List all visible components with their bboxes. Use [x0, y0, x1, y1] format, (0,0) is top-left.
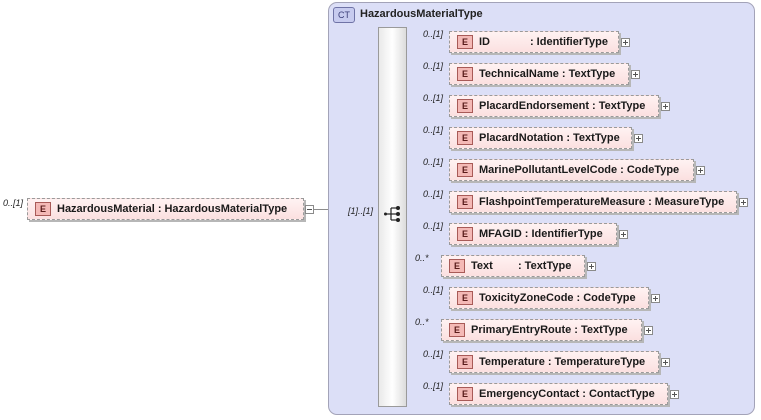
expand-icon[interactable] [634, 134, 643, 143]
expand-icon[interactable] [621, 38, 630, 47]
collapse-icon[interactable] [305, 205, 314, 214]
element-name: MarinePollutantLevelCode [479, 164, 618, 176]
element-badge: E [457, 67, 473, 81]
expand-icon[interactable] [619, 230, 628, 239]
type-separator: : [620, 164, 624, 176]
element-badge: E [457, 227, 473, 241]
element-name: Temperature [479, 356, 545, 368]
expand-icon[interactable] [651, 294, 660, 303]
expand-icon[interactable] [739, 198, 748, 207]
sequence-compositor[interactable] [378, 27, 407, 407]
element-type: TextType [568, 68, 616, 80]
element-badge: E [457, 355, 473, 369]
child-cardinality: 0..[1] [423, 221, 444, 231]
element-type: TemperatureType [554, 356, 646, 368]
element-name: MFAGID [479, 228, 522, 240]
element-type: TextType [573, 132, 620, 144]
expand-icon[interactable] [661, 358, 670, 367]
element-badge: E [35, 202, 51, 216]
element-badge: E [457, 163, 473, 177]
complex-type-title: HazardousMaterialType [360, 8, 483, 20]
element-name: PrimaryEntryRoute [471, 324, 572, 336]
child-cardinality: 0..[1] [423, 381, 444, 391]
root-cardinality: 0..[1] [3, 198, 24, 208]
expand-icon[interactable] [670, 390, 679, 399]
type-separator: : [582, 388, 586, 400]
element-type: TextType [598, 100, 646, 112]
element-name: TechnicalName [479, 68, 559, 80]
child-cardinality: 0..[1] [423, 285, 444, 295]
child-cardinality: 0..[1] [423, 157, 444, 167]
root-element-hazardous-material[interactable]: E HazardousMaterial : HazardousMaterialT… [27, 198, 304, 220]
expand-icon[interactable] [661, 102, 670, 111]
element-placard-endorsement[interactable]: E PlacardEndorsement:TextType [449, 95, 659, 117]
element-type: IdentifierType [536, 36, 608, 48]
element-name: FlashpointTemperatureMeasure [479, 196, 646, 208]
element-type: TextType [580, 324, 628, 336]
child-cardinality: 0..* [415, 253, 429, 263]
element-badge: E [449, 323, 465, 337]
type-separator: : [157, 203, 162, 215]
type-separator: : [547, 356, 552, 368]
element-type: HazardousMaterialType [164, 203, 288, 215]
element-badge: E [457, 131, 473, 145]
element-name: Text [471, 260, 493, 272]
sequence-icon [384, 206, 400, 222]
child-cardinality: 0..[1] [423, 125, 444, 135]
element-name: ID [479, 36, 490, 48]
type-separator: : [648, 196, 652, 208]
expand-icon[interactable] [696, 166, 705, 175]
type-separator: : [574, 324, 578, 336]
element-name: ToxicityZoneCode [479, 292, 574, 304]
element-badge: E [457, 35, 473, 49]
element-marine-pollutant-level-code[interactable]: E MarinePollutantLevelCode:CodeType [449, 159, 694, 181]
child-cardinality: 0..[1] [423, 61, 444, 71]
expand-icon[interactable] [587, 262, 596, 271]
element-type: CodeType [626, 164, 680, 176]
sequence-cardinality: [1]..[1] [348, 206, 374, 216]
element-name: HazardousMaterial [57, 203, 155, 215]
child-cardinality: 0..[1] [423, 29, 444, 39]
element-type: IdentifierType [531, 228, 603, 240]
element-placard-notation[interactable]: E PlacardNotation:TextType [449, 127, 632, 149]
element-badge: E [457, 195, 473, 209]
element-mfagid[interactable]: E MFAGID:IdentifierType [449, 223, 617, 245]
type-separator: : [530, 36, 534, 48]
child-cardinality: 0..* [415, 317, 429, 327]
type-separator: : [524, 228, 529, 240]
expand-icon[interactable] [644, 326, 653, 335]
child-cardinality: 0..[1] [423, 93, 444, 103]
element-badge: E [457, 99, 473, 113]
child-cardinality: 0..[1] [423, 189, 444, 199]
element-id[interactable]: E ID:IdentifierType [449, 31, 619, 53]
type-separator: : [566, 132, 571, 144]
element-type: ContactType [588, 388, 655, 400]
element-type: CodeType [583, 292, 636, 304]
complex-type-badge: CT [333, 7, 355, 23]
element-badge: E [457, 291, 473, 305]
element-text[interactable]: E Text:TextType [441, 255, 585, 277]
element-name: EmergencyContact [479, 388, 580, 400]
type-separator: : [518, 260, 522, 272]
element-name: PlacardEndorsement [479, 100, 590, 112]
element-type: MeasureType [654, 196, 725, 208]
element-primary-entry-route[interactable]: E PrimaryEntryRoute:TextType [441, 319, 642, 341]
element-toxicity-zone-code[interactable]: E ToxicityZoneCode:CodeType [449, 287, 649, 309]
child-cardinality: 0..[1] [423, 349, 444, 359]
element-name: PlacardNotation [479, 132, 564, 144]
element-type: TextType [524, 260, 572, 272]
element-badge: E [457, 387, 473, 401]
expand-icon[interactable] [631, 70, 640, 79]
type-separator: : [561, 68, 566, 80]
element-temperature[interactable]: E Temperature:TemperatureType [449, 351, 659, 373]
element-badge: E [449, 259, 465, 273]
type-separator: : [576, 292, 581, 304]
type-separator: : [592, 100, 596, 112]
element-flashpoint-temperature-measure[interactable]: E FlashpointTemperatureMeasure:MeasureTyp… [449, 191, 737, 213]
element-technical-name[interactable]: E TechnicalName:TextType [449, 63, 629, 85]
element-emergency-contact[interactable]: E EmergencyContact:ContactType [449, 383, 668, 405]
